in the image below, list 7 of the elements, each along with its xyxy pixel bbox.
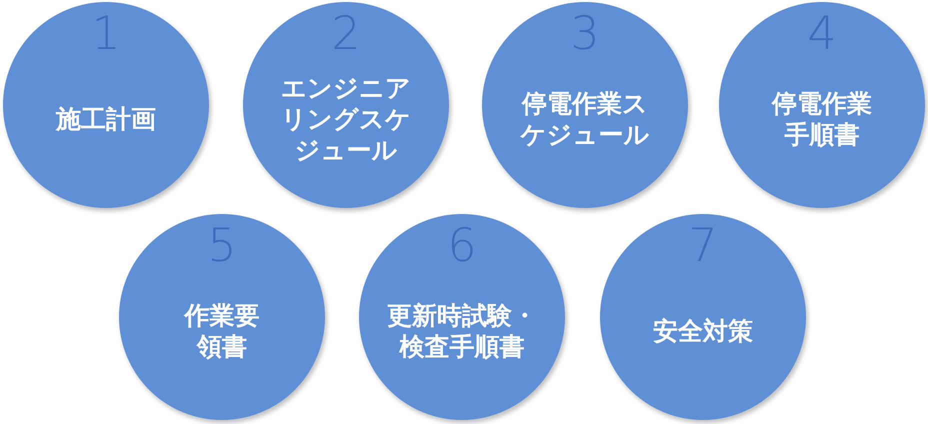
step-label: 安全対策 (653, 316, 753, 347)
step-label: 停電作業スケジュール (519, 88, 650, 150)
step-label: 施工計画 (56, 104, 156, 135)
step-label: エンジニアリングスケジュール (281, 72, 411, 166)
step-label: 停電作業手順書 (770, 88, 873, 150)
step-label: 更新時試験・検査手順書 (386, 300, 538, 362)
step-label: 作業要領書 (182, 300, 260, 362)
